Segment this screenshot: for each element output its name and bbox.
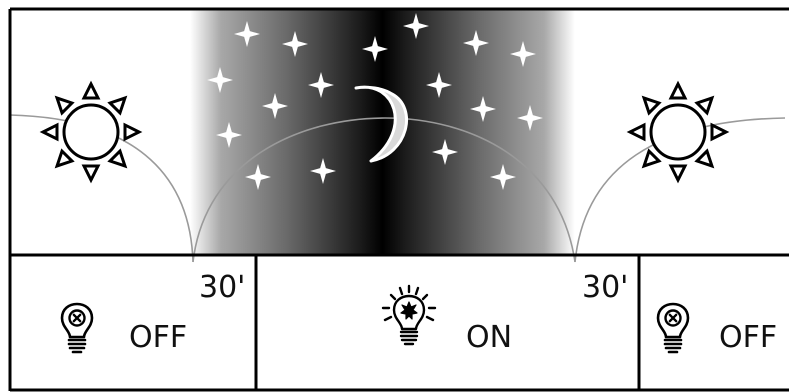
- bulb-on-icon: [383, 286, 435, 344]
- panel-day-right: OFF: [658, 304, 777, 355]
- panel-night: ON: [383, 286, 512, 355]
- bulb-off-icon: [62, 304, 92, 352]
- sun-icon: [43, 84, 139, 180]
- panel-day-left: OFF: [62, 304, 187, 355]
- transition-label-left: 30': [199, 270, 245, 305]
- panel-state-label: OFF: [129, 320, 187, 355]
- transition-label-right: 30': [582, 270, 628, 305]
- bulb-off-icon: [658, 304, 688, 352]
- panel-state-label: OFF: [719, 320, 777, 355]
- sky-band: [10, 9, 785, 262]
- sun-icon: [630, 84, 726, 180]
- panel-state-label: ON: [466, 320, 512, 355]
- night-gradient: [190, 9, 575, 255]
